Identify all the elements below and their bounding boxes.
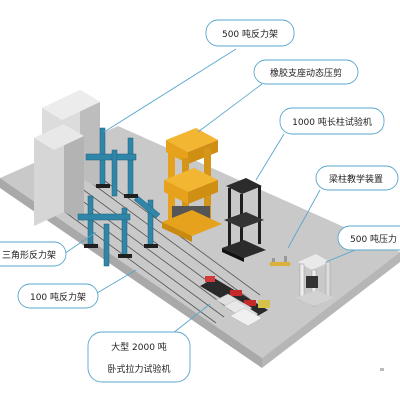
callout-tensile-line1: 大型 2000 吨: [111, 341, 167, 353]
tensile-machine-2000t: [200, 276, 270, 327]
reaction-wall: [34, 90, 100, 226]
callout-triangle-frame: 三角形反力架: [0, 241, 67, 267]
callout-tensile-machine: 大型 2000 吨 卧式拉力试验机: [87, 331, 191, 383]
callout-rubber-bearing-text: 橡胶支座动态压剪: [270, 67, 342, 79]
callout-100t-frame-text: 100 吨反力架: [30, 291, 86, 303]
callout-500t-frame: 500 吨反力架: [205, 19, 295, 47]
callout-rubber-bearing: 橡胶支座动态压剪: [253, 59, 359, 85]
callout-tensile-line2: 卧式拉力试验机: [107, 363, 170, 375]
callout-beam-column: 梁柱教学装置: [315, 165, 399, 191]
callout-500t-press: 500 吨压力: [337, 225, 400, 251]
reaction-frames: [77, 127, 161, 267]
long-column-machine: [222, 178, 266, 262]
press-500t: [296, 254, 334, 307]
corner-mark: [380, 368, 384, 371]
callout-500t-frame-text: 500 吨反力架: [222, 28, 278, 40]
frame-bases: [84, 184, 158, 258]
callout-beam-column-text: 梁柱教学装置: [329, 173, 383, 185]
callout-1000t-column-text: 1000 吨长柱试验机: [292, 116, 372, 128]
callout-triangle-frame-text: 三角形反力架: [2, 249, 56, 261]
callout-500t-press-text: 500 吨压力: [350, 233, 397, 245]
beam-column-rig: [270, 256, 290, 266]
rubber-bearing-rig: [162, 128, 222, 242]
callout-100t-frame: 100 吨反力架: [17, 283, 99, 309]
callout-leaders: [63, 48, 361, 349]
callout-1000t-column: 1000 吨长柱试验机: [279, 107, 385, 135]
